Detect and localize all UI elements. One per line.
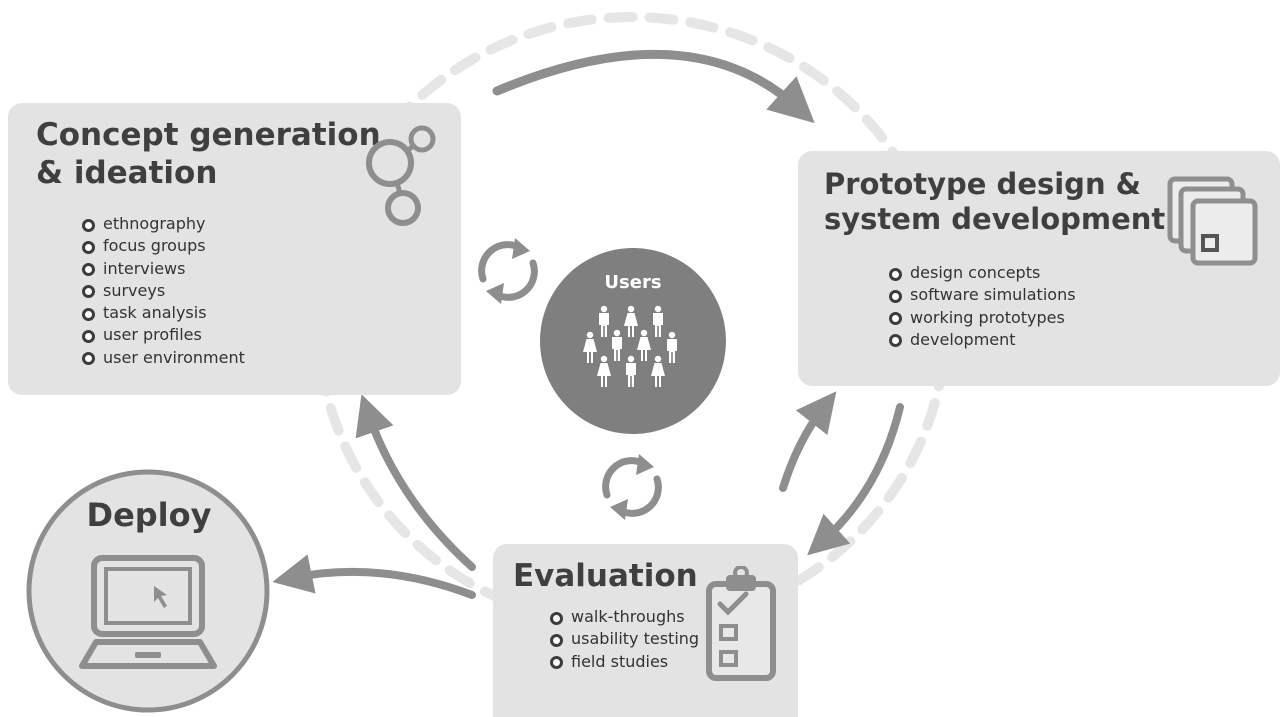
person-figure <box>624 305 638 337</box>
evaluation-list: walk-throughs usability testing field st… <box>550 606 699 673</box>
bullet-icon <box>82 307 95 321</box>
arrow-evaluation-to-concept <box>355 394 476 571</box>
concept-title: Concept generation & ideation <box>36 117 381 193</box>
laptop-cursor-icon <box>79 555 217 669</box>
list-item: walk-throughs <box>550 606 699 628</box>
evaluation-title: Evaluation <box>513 558 698 594</box>
bullet-icon <box>82 352 95 366</box>
person-figure <box>599 305 609 337</box>
bullet-icon <box>82 240 95 254</box>
person-figure <box>653 305 663 337</box>
concept-generation-box: Concept generation & ideation ethnograph… <box>8 103 461 395</box>
person-figure <box>637 329 651 361</box>
bullet-icon <box>889 334 902 348</box>
clipboard-checklist-icon <box>706 566 776 681</box>
concept-title-line1: Concept generation <box>36 117 381 153</box>
refresh-cycle-icon <box>478 238 538 304</box>
arrow-evaluation-to-deploy <box>272 554 476 599</box>
prototype-title-line1: Prototype design & <box>824 167 1141 201</box>
bullet-icon <box>889 289 902 303</box>
arrow-evaluation-to-prototype <box>779 391 837 492</box>
bullet-icon <box>82 218 95 232</box>
deploy-title: Deploy <box>86 496 212 534</box>
people-group-icon <box>583 305 677 387</box>
bullet-icon <box>82 285 95 299</box>
evaluation-box: Evaluation walk-throughs usability testi… <box>493 544 798 717</box>
bullet-icon <box>889 267 902 281</box>
bullet-icon <box>82 329 95 343</box>
list-item: user environment <box>82 347 245 369</box>
list-item: ethnography <box>82 213 245 235</box>
list-item: focus groups <box>82 235 245 257</box>
arrow-concept-to-prototype <box>492 49 815 124</box>
person-figure <box>651 355 665 387</box>
stacked-windows-icon <box>1167 176 1258 266</box>
list-item: software simulations <box>889 284 1076 306</box>
connected-circles-icon <box>366 125 436 226</box>
person-figure <box>667 331 677 363</box>
list-item: design concepts <box>889 262 1076 284</box>
list-item: surveys <box>82 280 245 302</box>
prototype-design-box: Prototype design & system development de… <box>798 151 1280 386</box>
bullet-icon <box>550 656 563 670</box>
list-item: user profiles <box>82 324 245 346</box>
users-label: Users <box>604 272 662 293</box>
bullet-icon <box>889 312 902 326</box>
prototype-title: Prototype design & system development <box>824 167 1165 238</box>
concept-title-line2: & ideation <box>36 154 218 191</box>
prototype-list: design concepts software simulations wor… <box>889 262 1076 351</box>
list-item: development <box>889 329 1076 351</box>
list-item: field studies <box>550 651 699 673</box>
person-figure <box>597 355 611 387</box>
refresh-cycle-icon <box>602 454 662 520</box>
users-circle <box>540 248 726 434</box>
list-item: interviews <box>82 258 245 280</box>
person-figure <box>612 329 622 361</box>
person-figure <box>626 355 636 387</box>
list-item: usability testing <box>550 628 699 650</box>
list-item: task analysis <box>82 302 245 324</box>
concept-list: ethnography focus groups interviews surv… <box>82 213 245 369</box>
list-item: working prototypes <box>889 307 1076 329</box>
bullet-icon <box>550 633 563 647</box>
bullet-icon <box>550 611 563 625</box>
prototype-title-line2: system development <box>824 202 1166 237</box>
bullet-icon <box>82 263 95 277</box>
person-figure <box>583 331 597 363</box>
arrow-prototype-to-evaluation <box>807 403 904 556</box>
